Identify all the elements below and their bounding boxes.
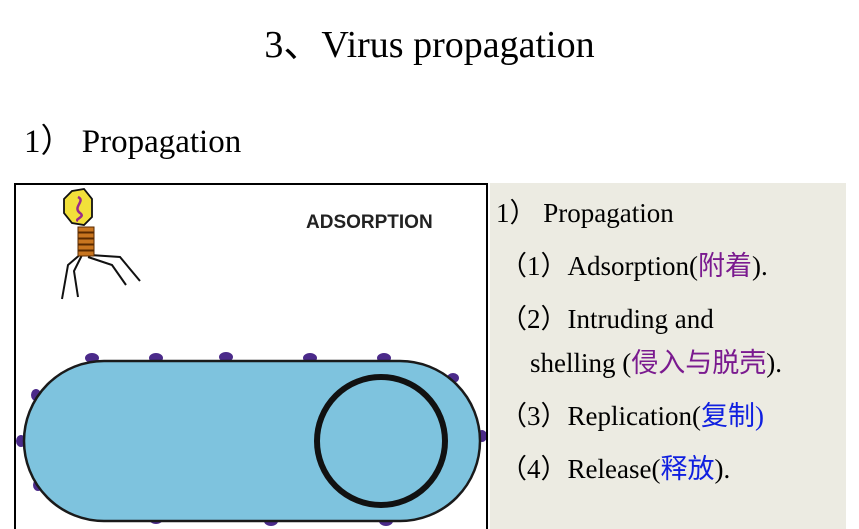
step-suffix: ). (714, 454, 731, 484)
step-suffix: ) (754, 401, 764, 431)
step-adsorption: （1）Adsorption(附着). (500, 249, 768, 283)
step-text: （2）Intruding and (500, 304, 714, 334)
adsorption-diagram: ADSORPTION (16, 188, 486, 526)
step-release: （4）Release(释放). (500, 452, 730, 486)
step-suffix: ). (766, 348, 782, 378)
step-replication: （3）Replication(复制) (500, 399, 764, 433)
step-intruding: （2）Intruding and (500, 302, 714, 336)
step-chinese-term: 侵入与脱壳 (631, 348, 767, 378)
bacterial-cell (22, 359, 482, 523)
slide-title: 3、Virus propagation (264, 24, 595, 66)
step-text: shelling ( (530, 348, 632, 378)
step-text: （4）Release( (500, 454, 661, 484)
step-text: （1）Adsorption( (500, 251, 698, 281)
steps-panel: 1） Propagation （1）Adsorption(附着). （2）Int… (490, 183, 846, 529)
step-chinese-term: 复制 (700, 401, 755, 431)
adsorption-figure: ADSORPTION (14, 183, 488, 529)
adsorption-label: ADSORPTION (306, 212, 433, 233)
panel-heading: 1） Propagation (496, 198, 674, 228)
step-text: （3）Replication( (500, 401, 701, 431)
step-shelling: shelling (侵入与脱壳). (530, 346, 782, 380)
step-suffix: ). (752, 251, 768, 281)
bacterial-dna-ring (314, 374, 448, 508)
bacteriophage-icon (61, 188, 141, 300)
step-chinese-term: 释放 (660, 454, 715, 484)
step-chinese-term: 附着 (698, 251, 752, 281)
section-subtitle: 1） Propagation (24, 124, 242, 160)
